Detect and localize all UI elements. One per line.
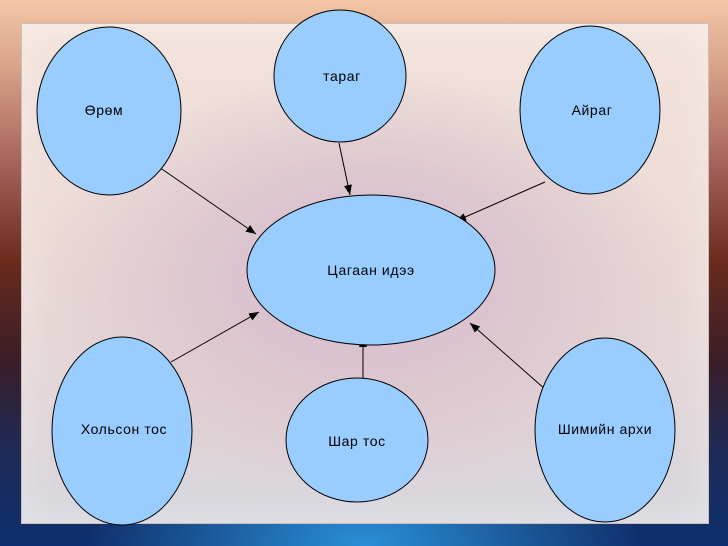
node-tarag-label: тараг — [323, 68, 361, 84]
edge-tarag-to-center — [338, 142, 352, 196]
node-airag-label: Айраг — [572, 102, 613, 118]
node-shimiin-arkhi-label: Шимийн архи — [558, 421, 652, 437]
node-center-label: Цагаан идээ — [327, 262, 414, 278]
node-center-shape — [246, 194, 496, 346]
node-center: Цагаан идээ — [246, 194, 496, 346]
node-tarag-shape — [273, 9, 407, 143]
node-shimiin-arkhi: Шимийн архи — [534, 337, 676, 523]
node-orom: Өрөм — [36, 26, 182, 196]
node-shar-tos: Шар тос — [285, 377, 429, 503]
node-airag-shape — [519, 25, 661, 195]
node-shar-tos-shape — [285, 377, 429, 503]
node-holson-tos: Хольсон тос — [51, 336, 193, 526]
edge-airag-to-center — [455, 181, 546, 222]
node-orom-label: Өрөм — [85, 102, 124, 118]
node-shimiin-arkhi-shape — [534, 337, 676, 523]
node-orom-shape — [36, 26, 182, 196]
edge-holson-tos-to-center — [170, 311, 260, 363]
node-holson-tos-label: Хольсон тос — [81, 421, 167, 437]
edge-shimiin-arkhi-to-center — [469, 322, 547, 391]
node-tarag: тараг — [273, 9, 407, 143]
node-airag: Айраг — [519, 25, 661, 195]
node-holson-tos-shape — [51, 336, 193, 526]
edge-orom-to-center — [142, 155, 257, 235]
node-shar-tos-label: Шар тос — [328, 433, 386, 449]
